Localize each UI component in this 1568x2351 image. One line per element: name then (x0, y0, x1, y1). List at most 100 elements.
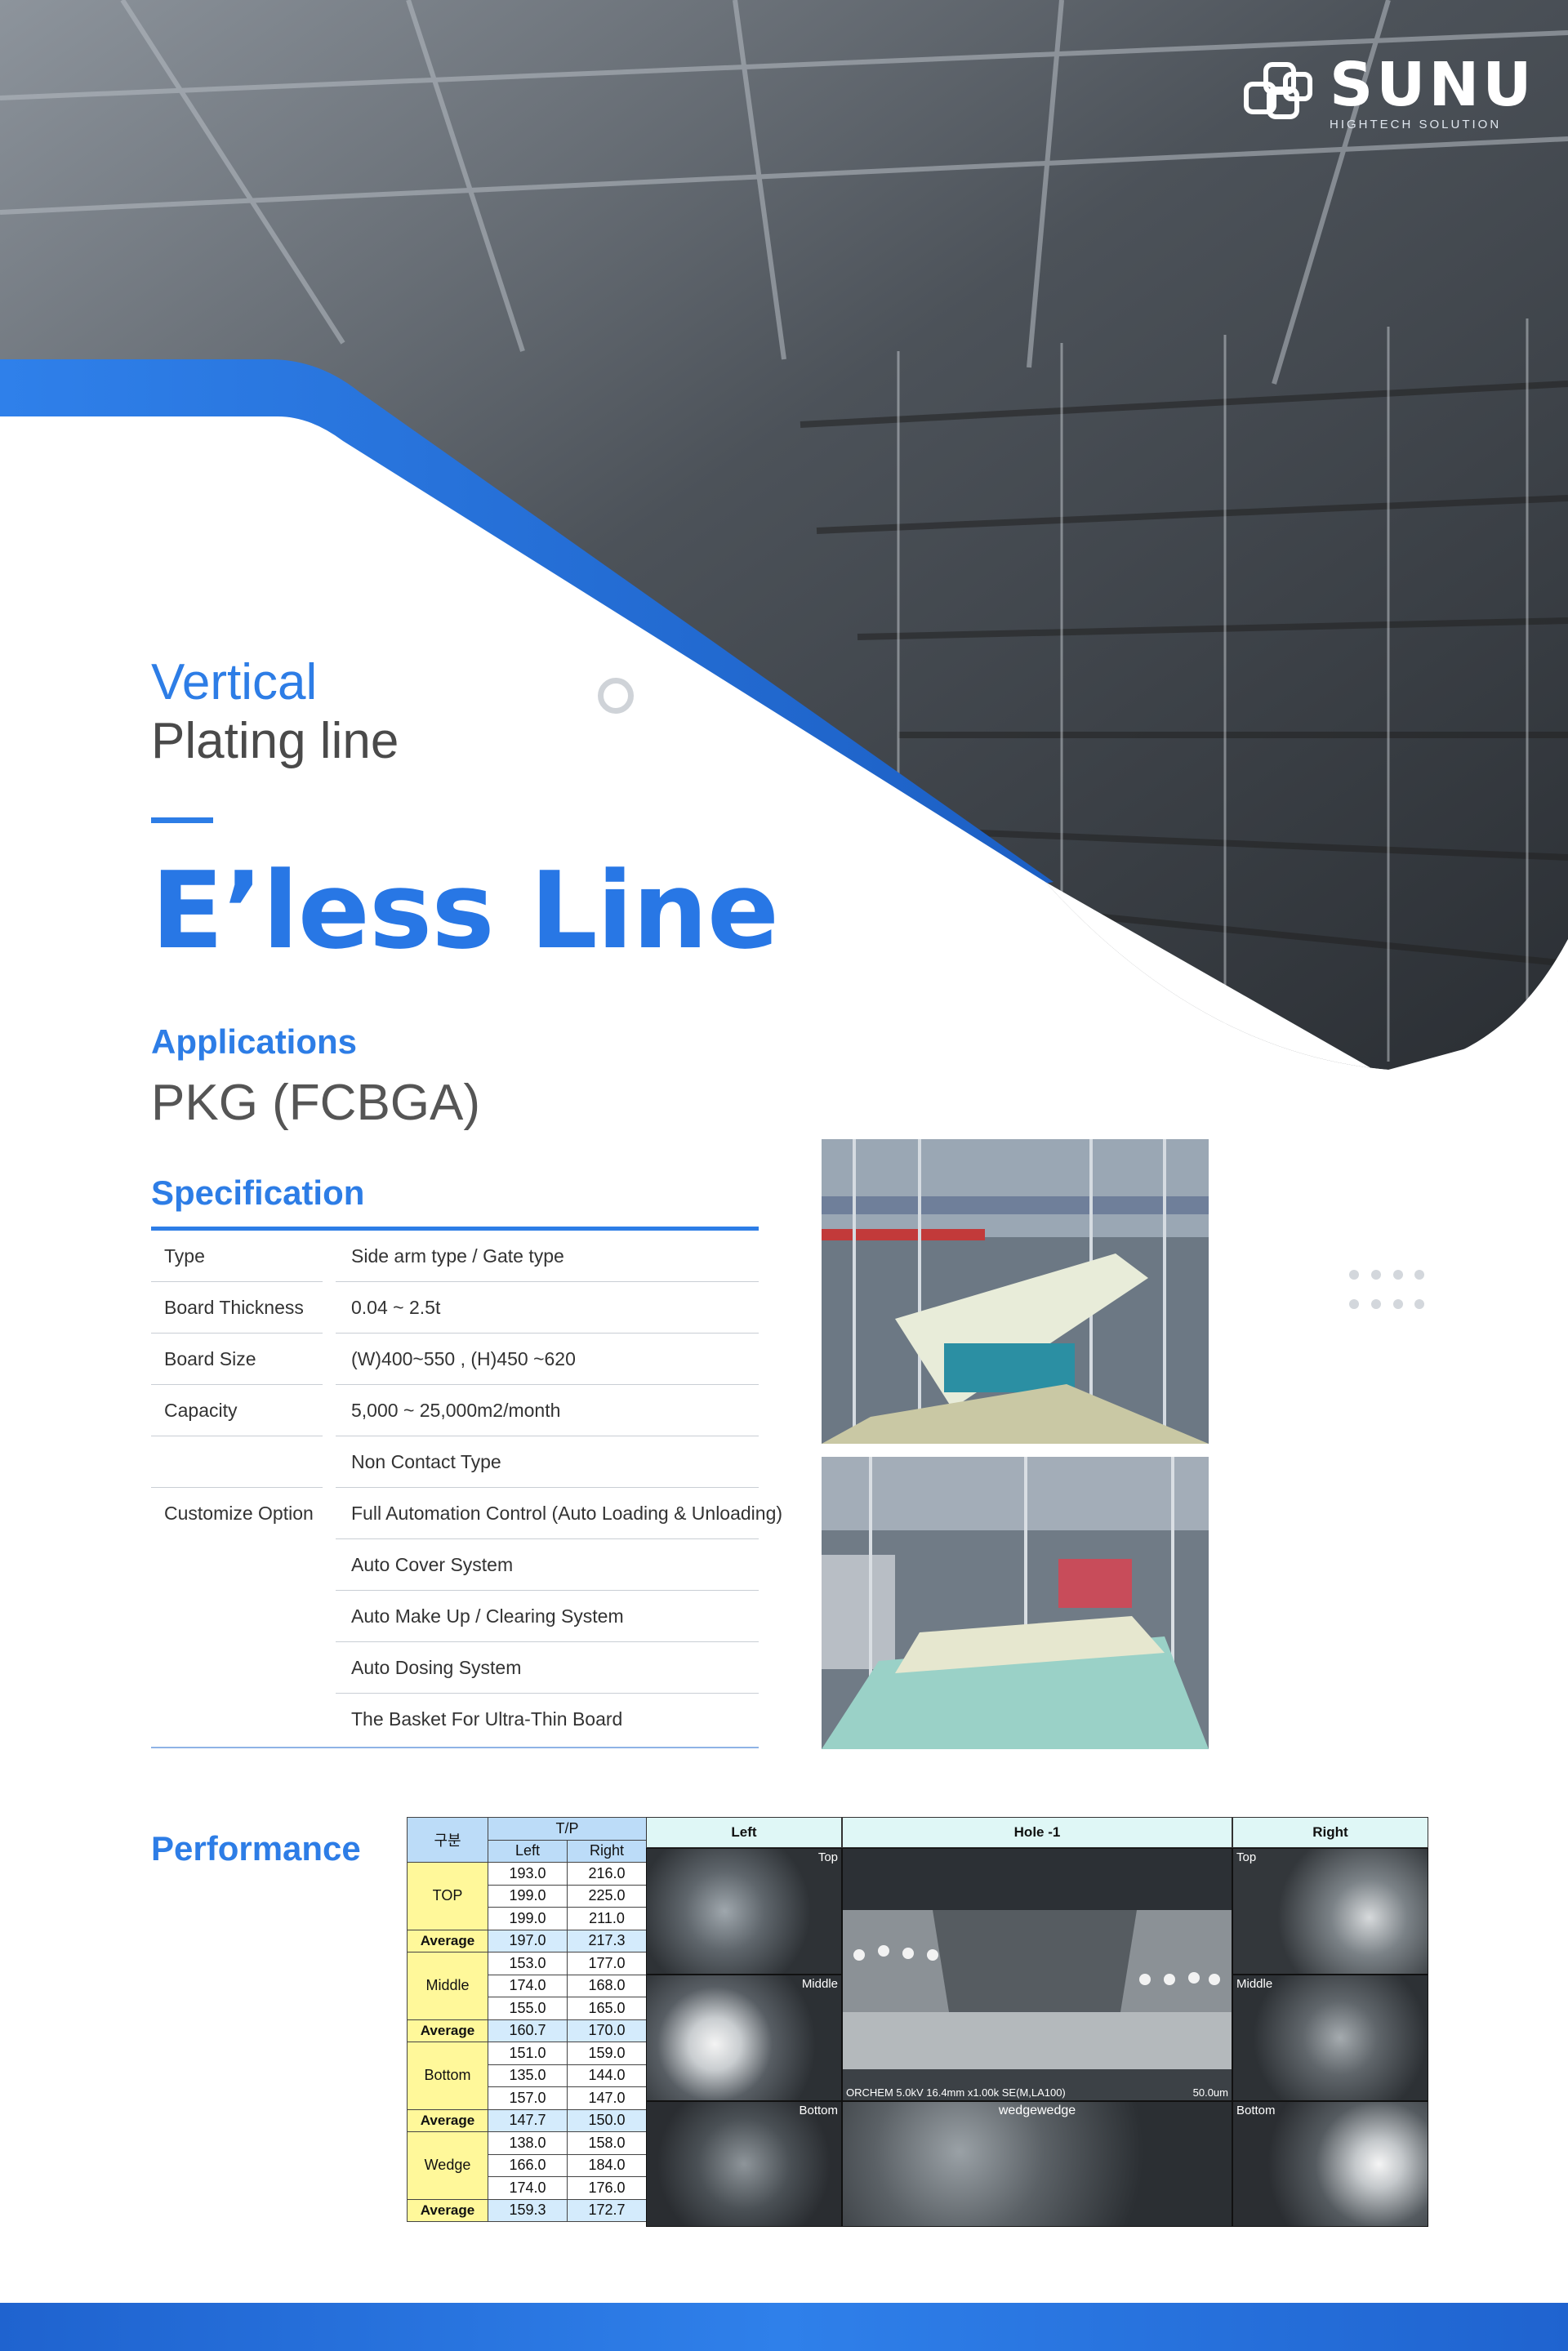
cell-right: 144.0 (567, 2064, 647, 2087)
spec-row: Board Thickness 0.04 ~ 2.5t (151, 1282, 759, 1334)
sem-image-left-top: Top (646, 1848, 842, 1975)
group-label: Bottom (407, 2042, 488, 2110)
sem-label: Middle (801, 1977, 838, 1991)
average-left: 197.0 (488, 1929, 568, 1952)
spec-label: Board Thickness (164, 1297, 304, 1318)
average-row: Average 160.7 170.0 (407, 2019, 647, 2042)
spec-value: The Basket For Ultra-Thin Board (351, 1708, 623, 1730)
table-header-group: 구분 (407, 1817, 488, 1863)
table-row: TOP 193.0 216.0 (407, 1862, 647, 1930)
cell-right: 216.0 (567, 1862, 647, 1886)
table-row: 135.0 144.0 (408, 2064, 647, 2087)
applications-heading: Applications (151, 1022, 358, 1061)
table-row: Bottom 151.0 159.0 (407, 2042, 647, 2110)
spec-value: Auto Cover System (351, 1554, 514, 1575)
cell-left: 135.0 (488, 2064, 568, 2087)
cell-left: 166.0 (488, 2153, 568, 2177)
average-right: 217.3 (567, 1929, 647, 1952)
brand-name: SUNU (1330, 50, 1535, 120)
sem-header-hole: Hole -1 (842, 1817, 1232, 1848)
specification-table: Type Side arm type / Gate type Board Thi… (151, 1231, 782, 1745)
average-row: Average 159.3 172.7 (407, 2198, 647, 2222)
cell-left: 157.0 (488, 2086, 568, 2110)
hero-background (0, 0, 1568, 1078)
cell-right: 176.0 (567, 2176, 647, 2200)
hole-cross-section (843, 1849, 1232, 2100)
cell-left: 199.0 (488, 1884, 568, 1908)
table-row: 166.0 184.0 (408, 2153, 647, 2177)
spec-value: Auto Make Up / Clearing System (351, 1605, 624, 1627)
equipment-photo-1 (822, 1139, 1209, 1444)
spec-row: The Basket For Ultra-Thin Board (151, 1694, 759, 1745)
sem-image-left-bottom: Bottom (646, 2101, 842, 2227)
average-label: Average (407, 2108, 488, 2132)
cross-section-images: Left Hole -1 Right Top Middle Bottom ORC… (646, 1817, 1428, 2227)
table-row: 174.0 168.0 (408, 1974, 647, 1997)
cell-left: 155.0 (488, 1997, 568, 2020)
average-left: 159.3 (488, 2198, 568, 2222)
hero-section: SUNU HIGHTECH SOLUTION Vertical Plating … (0, 0, 1568, 1078)
sem-image-right-middle: Middle (1232, 1975, 1428, 2101)
sem-label: Middle (1236, 1977, 1273, 1991)
cell-right: 159.0 (567, 2042, 647, 2065)
spec-label: Capacity (164, 1400, 238, 1421)
spec-value: Auto Dosing System (351, 1657, 522, 1678)
spec-value: (W)400~550 , (H)450 ~620 (351, 1348, 576, 1369)
sem-image-right-bottom: Bottom (1232, 2101, 1428, 2227)
spec-row: Capacity 5,000 ~ 25,000m2/month (151, 1385, 759, 1436)
subtitle-line-1: Vertical (151, 654, 318, 710)
specification-heading: Specification (151, 1173, 365, 1212)
table-header-right: Right (567, 1839, 647, 1863)
cell-right: 158.0 (567, 2131, 647, 2155)
spec-label: Customize Option (164, 1503, 314, 1524)
footer-band (0, 2303, 1568, 2351)
spec-row: Customize Option Full Automation Control… (151, 1488, 782, 1539)
accent-divider (151, 817, 213, 823)
spec-value: Non Contact Type (351, 1451, 501, 1472)
table-row: Middle 153.0 177.0 (407, 1952, 647, 2020)
equipment-photo-2 (822, 1457, 1209, 1749)
wedge-caption: wedgewedge (998, 2104, 1076, 2117)
group-label: Wedge (407, 2131, 488, 2200)
specification-rule (151, 1227, 759, 1231)
sem-label: Bottom (799, 2104, 838, 2117)
spec-value: 5,000 ~ 25,000m2/month (351, 1400, 561, 1421)
spec-label: Type (164, 1245, 205, 1267)
spec-row: Auto Dosing System (151, 1642, 759, 1694)
average-left: 147.7 (488, 2108, 568, 2132)
cell-right: 168.0 (567, 1974, 647, 1997)
cell-right: 184.0 (567, 2153, 647, 2177)
applications-value: PKG (FCBGA) (151, 1075, 481, 1131)
sem-label: Top (817, 1850, 838, 1864)
cell-right: 177.0 (567, 1952, 647, 1975)
table-row: 157.0 147.0 (408, 2086, 647, 2110)
thickness-table: 구분 T/P Left Right TOP 193.0 216.0 199.0 … (407, 1817, 647, 2222)
table-header-tp: T/P (488, 1817, 647, 1841)
decorative-dots-icon (1349, 1270, 1424, 1312)
sem-image-left-middle: Middle (646, 1975, 842, 2101)
average-row: Average 197.0 217.3 (407, 1929, 647, 1952)
cell-left: 153.0 (488, 1952, 568, 1975)
table-row: 199.0 225.0 (408, 1884, 647, 1908)
average-label: Average (407, 1929, 488, 1952)
page-title: E’less Line (151, 848, 779, 973)
spec-row: Type Side arm type / Gate type (151, 1231, 759, 1282)
hole-caption: ORCHEM 5.0kV 16.4mm x1.00k SE(M,LA100) (846, 2086, 1066, 2099)
decorative-ring-icon (598, 678, 634, 714)
cell-left: 138.0 (488, 2131, 568, 2155)
spec-row: Non Contact Type (151, 1436, 759, 1488)
performance-heading: Performance (151, 1829, 361, 1868)
average-right: 150.0 (567, 2108, 647, 2132)
sem-image-wedge: wedgewedge (842, 2101, 1232, 2227)
spec-value: Side arm type / Gate type (351, 1245, 564, 1267)
sem-label: Top (1236, 1850, 1257, 1864)
spec-row: Board Size (W)400~550 , (H)450 ~620 (151, 1334, 759, 1385)
white-content-panel (0, 416, 1568, 1078)
cell-left: 199.0 (488, 1907, 568, 1930)
spec-value: Full Automation Control (Auto Loading & … (351, 1503, 783, 1524)
cell-right: 165.0 (567, 1997, 647, 2020)
sem-header-left: Left (646, 1817, 842, 1848)
subtitle-line-2: Plating line (151, 713, 399, 769)
spec-label: Board Size (164, 1348, 256, 1369)
cell-left: 174.0 (488, 1974, 568, 1997)
